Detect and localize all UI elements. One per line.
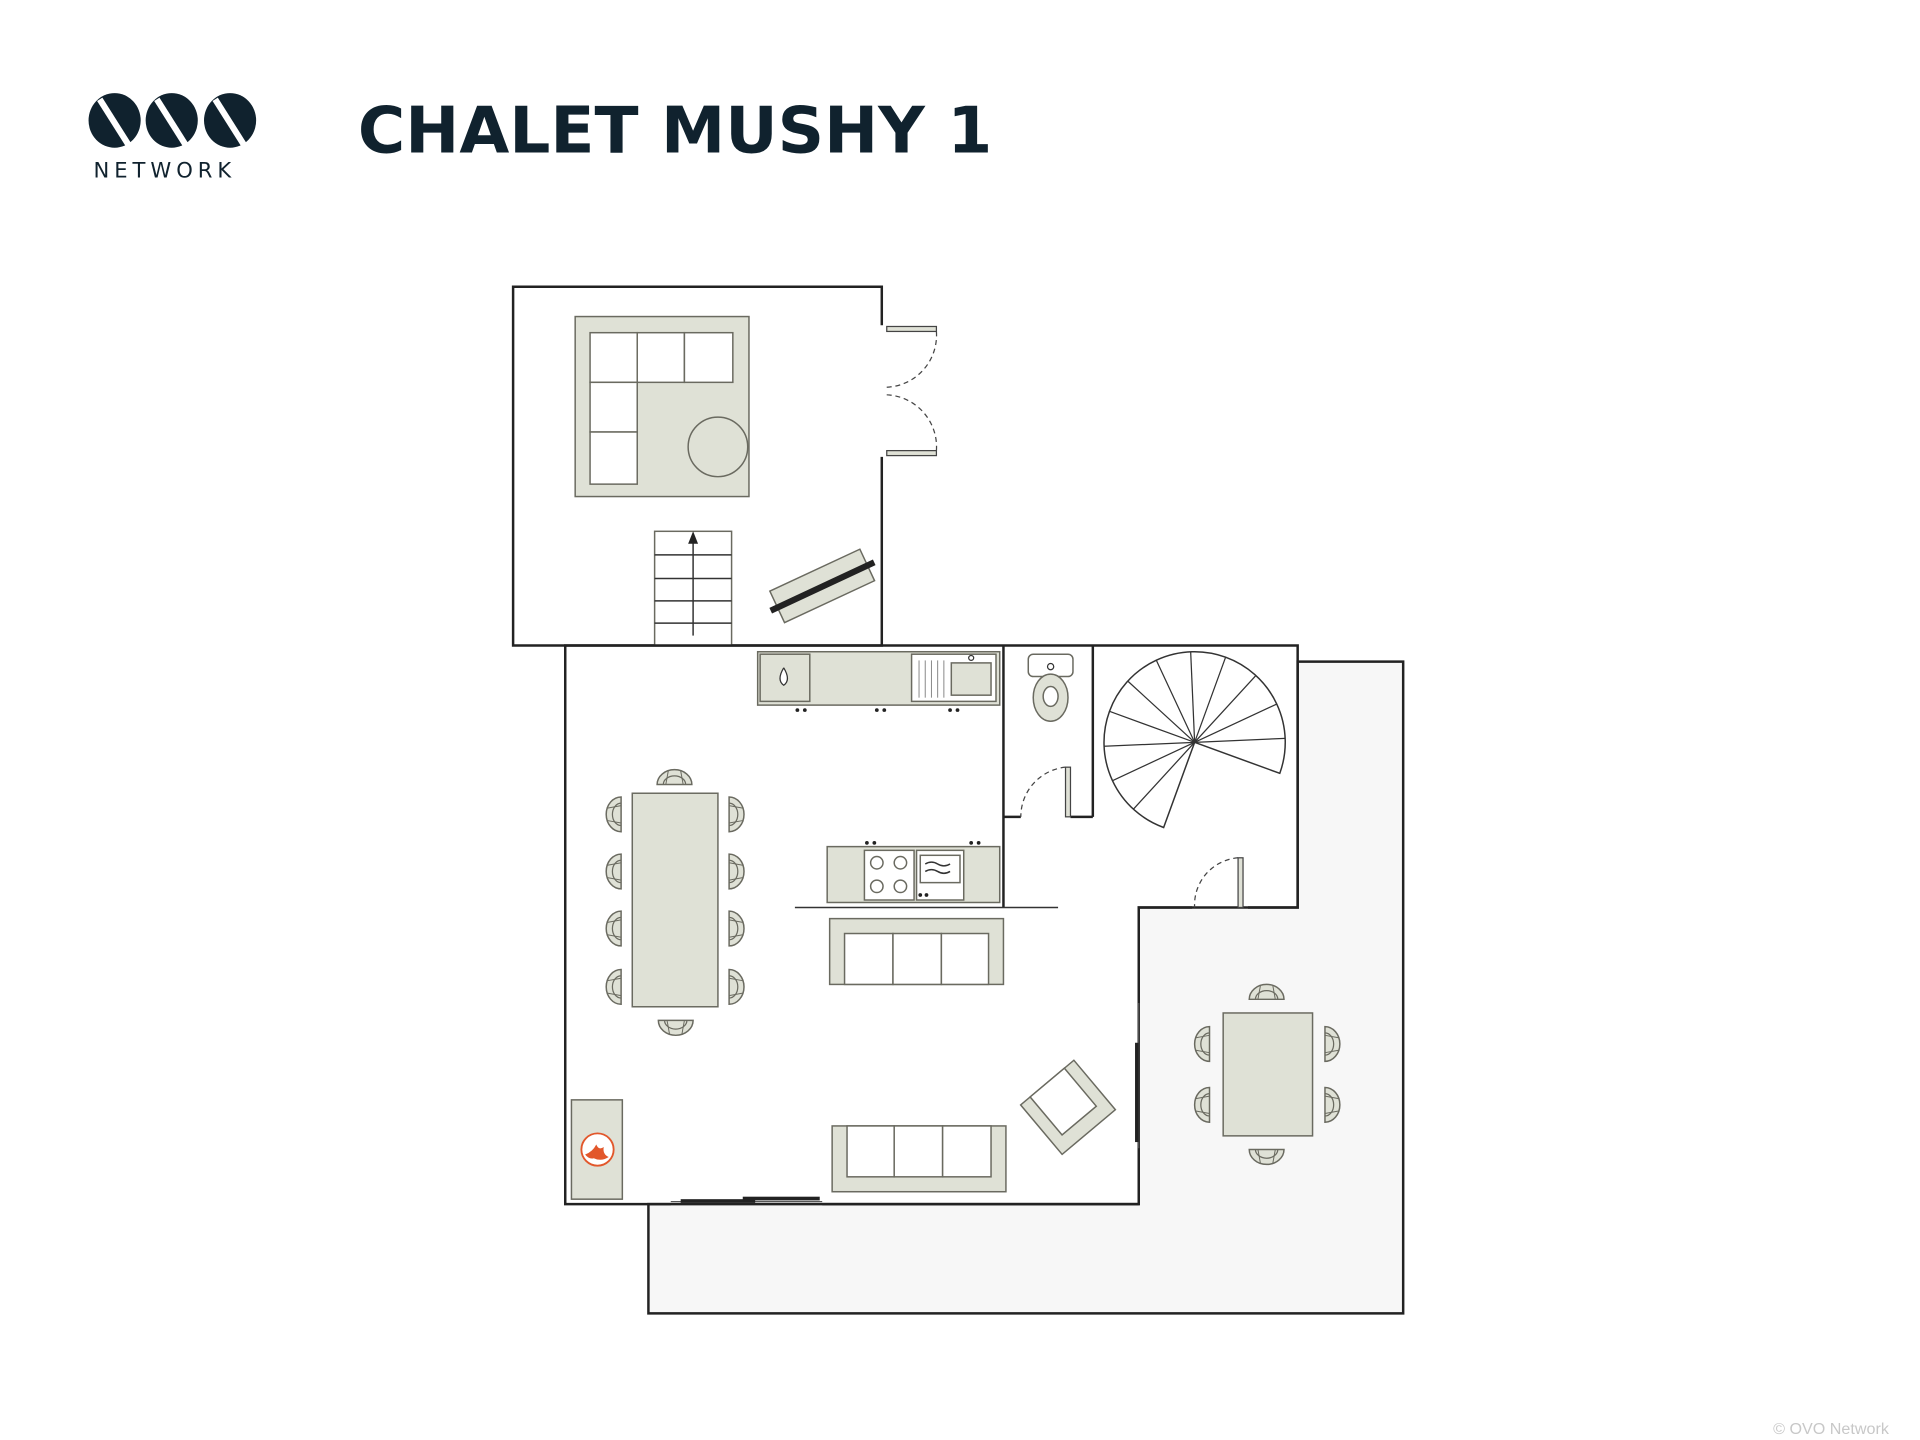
tv-icon — [768, 548, 876, 624]
main-floor-walls — [564, 644, 1299, 1206]
sofa-icon — [831, 1125, 1007, 1193]
chair-icon — [605, 796, 622, 833]
chair-icon — [656, 768, 693, 786]
stairs-icon — [653, 530, 733, 647]
chair-icon — [605, 910, 622, 947]
chair-icon — [657, 1019, 694, 1037]
sofa-icon — [828, 917, 1005, 986]
armchair-icon — [1019, 1059, 1117, 1156]
chair-icon — [605, 968, 622, 1006]
chair-icon — [1324, 1086, 1341, 1123]
logo-subtitle: NETWORK — [94, 158, 237, 183]
living-room-walls — [511, 285, 884, 647]
ovo-logo — [88, 93, 257, 149]
kitchen-counter — [756, 650, 1001, 712]
toilet-icon — [1027, 653, 1074, 722]
chair-icon — [1193, 1025, 1211, 1063]
chair-icon — [605, 853, 622, 890]
copyright: © OVO Network — [1773, 1420, 1890, 1438]
terrace-table-icon — [1222, 1012, 1314, 1137]
kitchen-island — [794, 841, 1059, 909]
fireplace-icon — [570, 1099, 624, 1200]
sliding-window[interactable] — [1135, 1003, 1140, 1149]
chair-icon — [1324, 1025, 1341, 1063]
page-title: CHALET MUSHY 1 — [358, 94, 992, 169]
terrace — [647, 660, 1405, 1315]
hob-icon — [863, 849, 915, 901]
chair-icon — [1248, 983, 1285, 1001]
chair-icon — [728, 910, 745, 947]
bathroom-door[interactable] — [1020, 766, 1072, 818]
oven-icon — [915, 849, 965, 901]
chair-icon — [728, 796, 745, 833]
dining-table-icon — [631, 792, 719, 1008]
terrace-door[interactable] — [1193, 857, 1244, 909]
double-door[interactable] — [884, 325, 938, 457]
chair-icon — [728, 968, 745, 1006]
chair-icon — [1193, 1086, 1211, 1123]
round-table-icon — [687, 416, 749, 478]
sink-icon — [950, 654, 992, 696]
spiral-stairs-icon — [1103, 650, 1286, 829]
chair-icon — [728, 853, 745, 890]
sliding-door[interactable] — [670, 1196, 823, 1203]
chair-icon — [1248, 1148, 1285, 1166]
